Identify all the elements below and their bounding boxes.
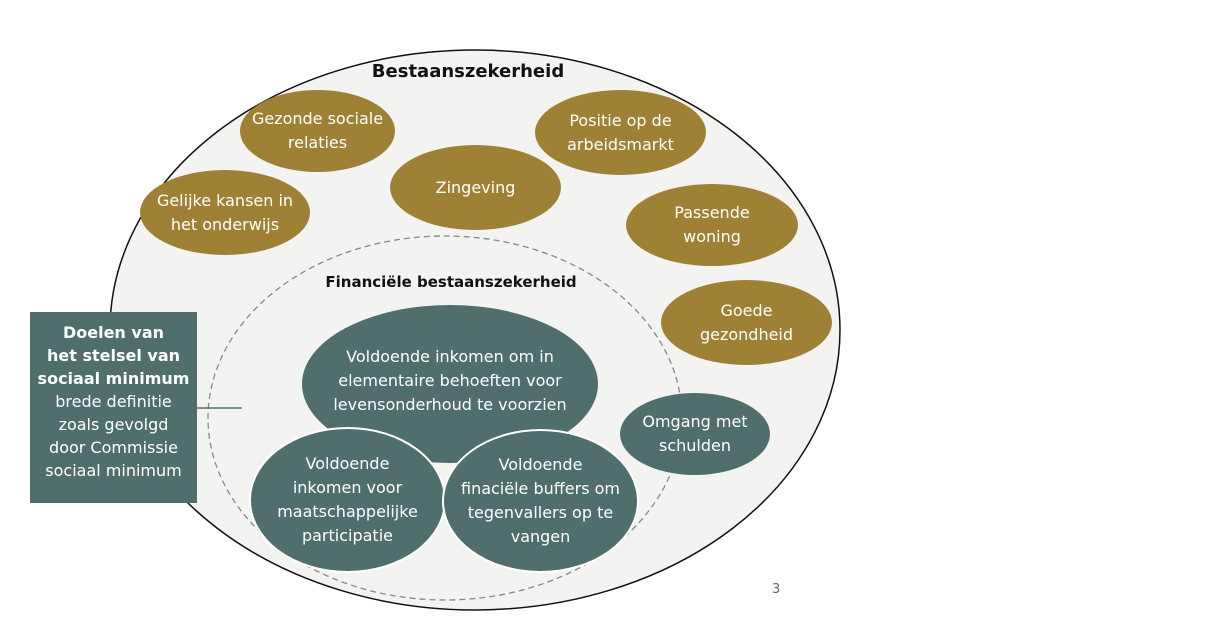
inner-title: Financiële bestaanszekerheid bbox=[325, 273, 577, 291]
side-box-line: brede definitie bbox=[55, 392, 172, 411]
side-box-line: door Commissie bbox=[49, 438, 178, 457]
bubble-zingeving: Zingeving bbox=[390, 145, 561, 230]
page-number: 3 bbox=[772, 582, 781, 597]
side-box-line: zoals gevolgd bbox=[58, 415, 169, 434]
side-box-doelen: Doelen van het stelsel van sociaal minim… bbox=[30, 312, 197, 503]
side-box-bold-line: Doelen van bbox=[62, 323, 165, 342]
side-box-line: sociaal minimum bbox=[45, 461, 182, 480]
side-box-bold-line: het stelsel van bbox=[46, 346, 180, 365]
side-box-bold-line: sociaal minimum bbox=[37, 369, 190, 388]
outer-title: Bestaanszekerheid bbox=[371, 61, 565, 82]
